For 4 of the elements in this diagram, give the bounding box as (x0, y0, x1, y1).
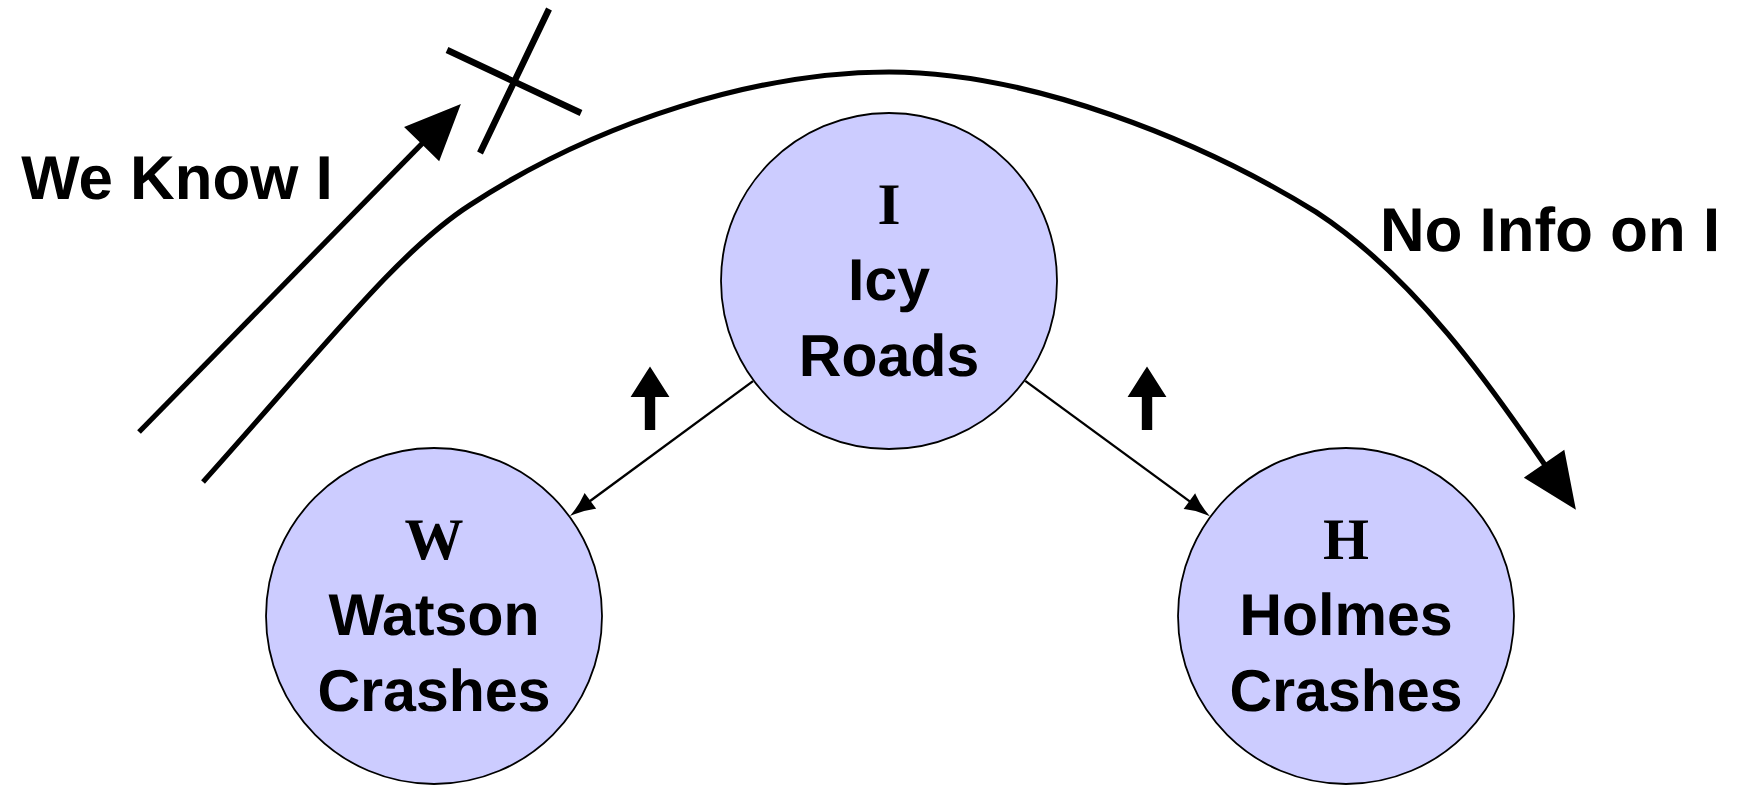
arrow (1024, 379, 1208, 515)
arrow-label: We Know I (21, 156, 329, 200)
arrow-label: No Info on I (1384, 206, 1716, 252)
arrow (572, 380, 754, 515)
